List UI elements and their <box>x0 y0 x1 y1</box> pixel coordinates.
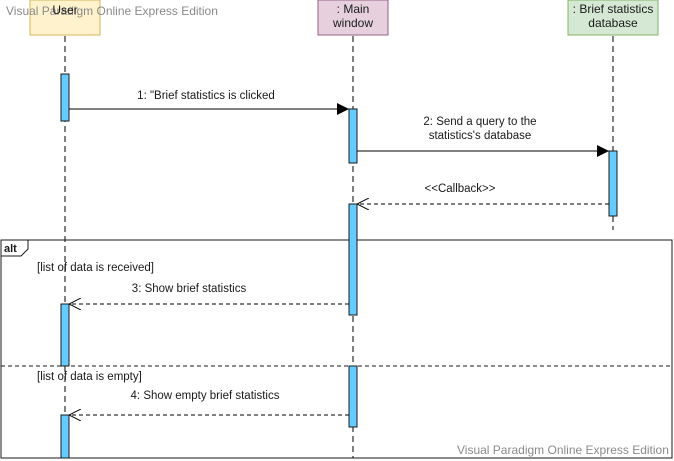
user-lifeline-head[interactable] <box>29 0 101 36</box>
alt-guard-received: [list of data is received] <box>37 262 154 274</box>
alt-operator-label: alt <box>4 243 17 255</box>
alt-operator-tab <box>0 239 29 257</box>
database-activation <box>608 150 618 217</box>
main-window-activation <box>348 108 358 164</box>
message-2-label-line2: statistics's database <box>428 130 532 142</box>
watermark-bottom: Visual Paradigm Online Express Edition <box>457 443 669 457</box>
database-label-line1: : Brief statistics <box>572 2 654 16</box>
database-lifeline-label: : Brief statistics database <box>568 2 658 30</box>
message-2-label: 2: Send a query to the statistics's data… <box>390 115 570 143</box>
user-activation <box>60 303 70 367</box>
main-window-activation <box>348 365 358 428</box>
callback-label: <<Callback>> <box>424 183 496 195</box>
main-window-lifeline-head[interactable] <box>317 0 389 36</box>
message-2-label-line1: 2: Send a query to the <box>423 116 537 128</box>
database-label-line2: database <box>588 16 638 30</box>
main-window-activation <box>348 203 358 316</box>
message-1-label: 1: "Brief statistics is clicked <box>137 90 275 102</box>
main-window-lifeline-label: : Main window <box>318 2 388 30</box>
user-activation <box>60 73 70 122</box>
user-activation <box>60 414 70 459</box>
alt-fragment[interactable] <box>0 239 673 459</box>
main-window-label-line2: window <box>332 16 374 30</box>
message-3-label: 3: Show brief statistics <box>131 283 247 295</box>
watermark-top: Visual Paradigm Online Express Edition <box>6 4 218 18</box>
database-lifeline-head[interactable] <box>567 0 659 36</box>
user-lifeline-label: User <box>52 3 78 17</box>
alt-guard-empty: [list of data is empty] <box>37 371 142 383</box>
message-4-label: 4: Show empty brief statistics <box>130 390 280 402</box>
main-window-label-line1: : Main <box>336 2 370 16</box>
